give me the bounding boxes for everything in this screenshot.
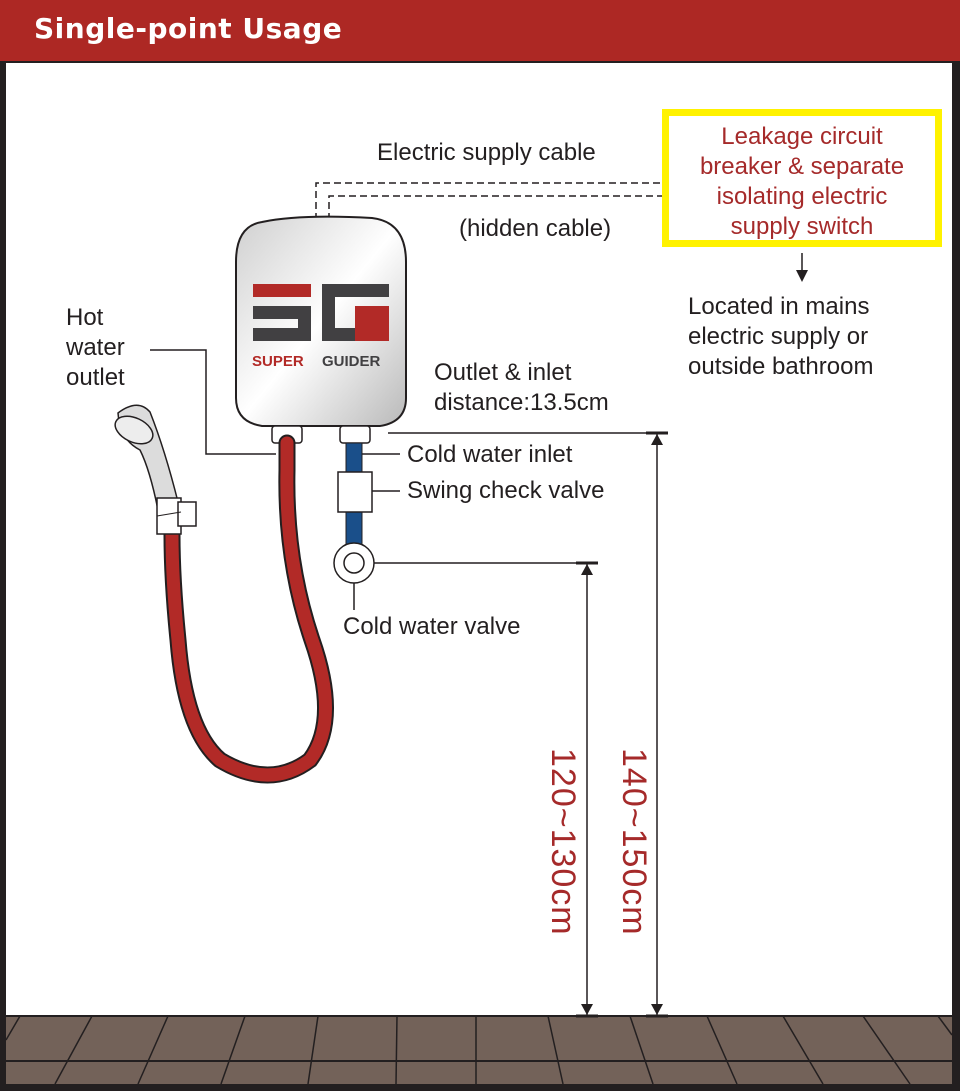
cold-water-pipe [333, 442, 375, 610]
hot-line-1: Hot [66, 304, 104, 331]
swing-check-valve-shape [337, 471, 373, 513]
leader-lines [150, 349, 400, 492]
distance-line-2: distance:13.5cm [434, 389, 609, 416]
dimension-lines [374, 431, 668, 1018]
outlet-inlet-distance-label: Outlet & inlet distance:13.5cm [434, 358, 609, 418]
breaker-box: Leakage circuit breaker & separate isola… [662, 109, 942, 247]
located-label: Located in mains electric supply or outs… [688, 292, 873, 382]
breaker-line-3: isolating electric [716, 183, 888, 210]
hidden-cable-label: (hidden cable) [459, 215, 612, 242]
floor-tiles [0, 1015, 960, 1091]
heater-height-dimension: 140~150cm [615, 748, 653, 936]
distance-line-1: Outlet & inlet [434, 359, 572, 386]
located-line-2: electric supply or [688, 323, 869, 350]
swing-check-valve-label: Swing check valve [407, 477, 605, 504]
brand-text-guider: GUIDER [322, 353, 381, 370]
breaker-line-4: supply switch [730, 213, 874, 240]
water-heater: SUPER GUIDER [235, 215, 407, 444]
hot-water-outlet-label: Hot water outlet [66, 303, 125, 393]
shower-head [114, 404, 197, 535]
box-arrow [796, 253, 808, 282]
cold-water-inlet-label: Cold water inlet [407, 441, 573, 468]
supply-cable-dashed [315, 182, 662, 220]
dimension-arrowheads [581, 434, 663, 1015]
located-line-3: outside bathroom [688, 353, 874, 380]
frame-left-border [0, 61, 6, 1091]
cold-water-valve-label: Cold water valve [343, 613, 521, 640]
hot-line-3: outlet [66, 364, 125, 391]
electric-supply-cable-label: Electric supply cable [377, 139, 596, 166]
frame-right-border [952, 61, 960, 1091]
frame-top-border [0, 61, 960, 63]
located-line-1: Located in mains [688, 293, 870, 320]
breaker-line-2: breaker & separate [699, 153, 905, 180]
breaker-line-1: Leakage circuit [721, 123, 883, 150]
brand-text-super: SUPER [252, 353, 304, 370]
page-title: Single-point Usage [34, 12, 343, 45]
header-bar: Single-point Usage [0, 0, 960, 61]
hot-line-2: water [66, 334, 125, 361]
valve-height-dimension: 120~130cm [544, 748, 582, 936]
